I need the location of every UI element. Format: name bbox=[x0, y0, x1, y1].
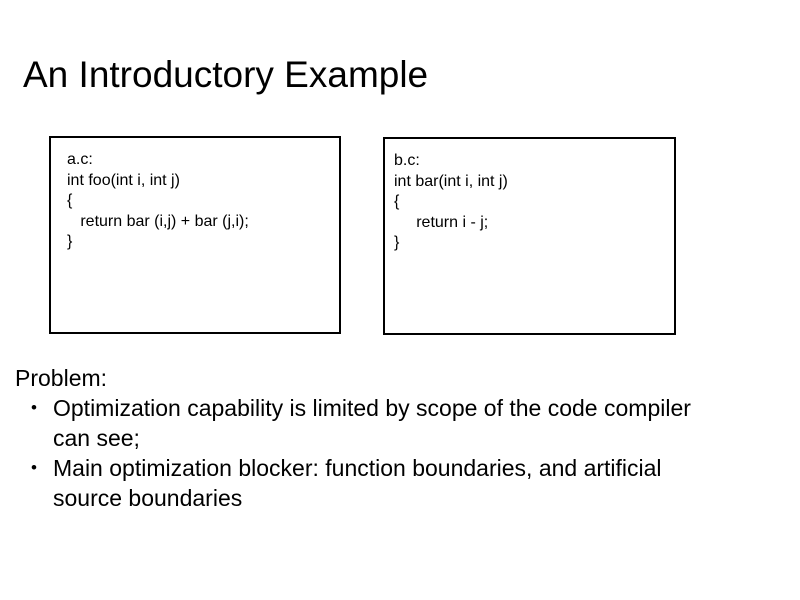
bullet-item: • Optimization capability is limited by … bbox=[15, 393, 796, 453]
slide-title: An Introductory Example bbox=[23, 53, 429, 95]
code-box-b: b.c: int bar(int i, int j) { return i - … bbox=[383, 137, 676, 335]
bullet-marker: • bbox=[31, 398, 37, 417]
bullet-line: Main optimization blocker: function boun… bbox=[53, 455, 662, 481]
problem-label: Problem: bbox=[15, 365, 108, 391]
problem-section: Problem: • Optimization capability is li… bbox=[0, 363, 796, 513]
code-box-b-text: b.c: int bar(int i, int j) { return i - … bbox=[394, 152, 508, 251]
bullet-line: Optimization capability is limited by sc… bbox=[53, 395, 691, 421]
bullet-line: can see; bbox=[53, 425, 140, 451]
code-box-a-text: a.c: int foo(int i, int j) { return bar … bbox=[67, 151, 249, 250]
bullet-text: Optimization capability is limited by sc… bbox=[53, 393, 796, 453]
bullet-item: • Main optimization blocker: function bo… bbox=[15, 453, 796, 513]
bullet-text: Main optimization blocker: function boun… bbox=[53, 453, 796, 513]
bullet-line: source boundaries bbox=[53, 485, 243, 511]
code-box-a: a.c: int foo(int i, int j) { return bar … bbox=[49, 136, 341, 334]
bullet-marker: • bbox=[31, 458, 37, 477]
